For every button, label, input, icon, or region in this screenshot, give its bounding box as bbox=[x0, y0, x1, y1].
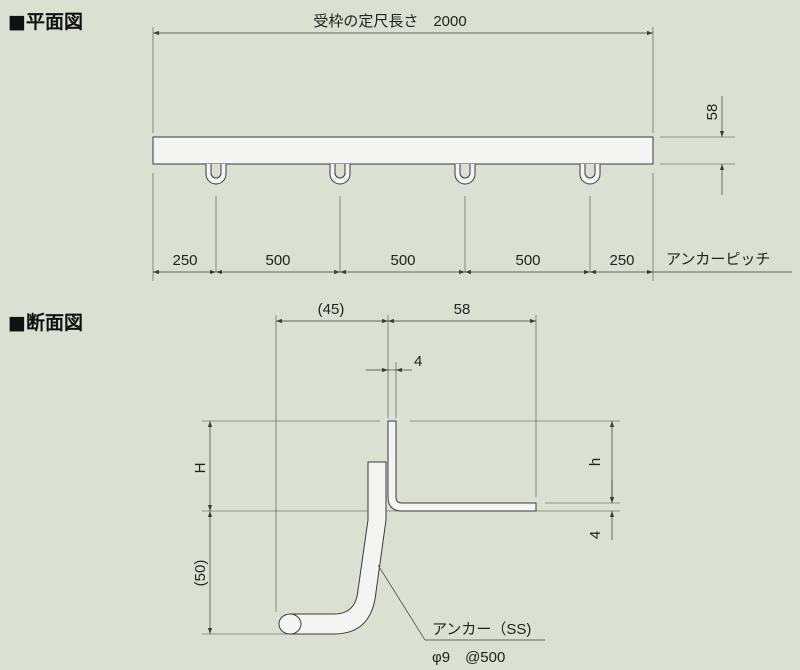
flange-thickness-dimension: 4 bbox=[587, 480, 615, 540]
pitch-label: 250 bbox=[172, 252, 197, 269]
plan-title: ■平面図 bbox=[8, 11, 83, 33]
dim-4-top-label: 4 bbox=[414, 353, 422, 370]
dim-50-label: (50) bbox=[192, 560, 209, 587]
receiving-frame-bar bbox=[152, 136, 654, 165]
plan-height-label: 58 bbox=[704, 104, 721, 121]
dim-4-right-label: 4 bbox=[587, 531, 604, 539]
section-title: ■断面図 bbox=[8, 311, 83, 334]
anchor-leader: アンカー（SS) φ9 @500 bbox=[377, 564, 545, 666]
section-top-dimensions: (45) 58 bbox=[275, 301, 537, 612]
dim-45-label: (45) bbox=[318, 301, 345, 318]
anchor-hook bbox=[454, 164, 476, 272]
pitch-label: 250 bbox=[609, 252, 634, 269]
thickness-dimension: 4 bbox=[366, 353, 422, 418]
anchor-spec: φ9 @500 bbox=[432, 649, 505, 666]
anchor-hook bbox=[329, 164, 351, 272]
h-label: h bbox=[587, 458, 604, 466]
pitch-label: 500 bbox=[515, 252, 540, 269]
anchor-pitch-dimension: 250 500 500 500 250 アンカーピッチ bbox=[153, 251, 792, 275]
angle-profile bbox=[387, 420, 537, 512]
anchor-pitch-label: アンカーピッチ bbox=[666, 251, 770, 268]
pitch-label: 500 bbox=[390, 252, 415, 269]
h-dimension: h bbox=[587, 421, 615, 503]
H-label: H bbox=[192, 463, 209, 474]
plan-height-dimension: 58 bbox=[660, 96, 735, 195]
dim-58-label: 58 bbox=[454, 301, 471, 318]
anchor-label: アンカー（SS) bbox=[432, 621, 531, 638]
anchor-hook bbox=[205, 164, 227, 272]
dim-50-dimension: (50) bbox=[192, 511, 213, 634]
total-length-label: 受枠の定尺長さ 2000 bbox=[313, 13, 466, 30]
anchor-bar bbox=[278, 461, 387, 635]
H-dimension: H bbox=[192, 421, 213, 511]
plan-anchors bbox=[205, 164, 601, 272]
pitch-label: 500 bbox=[265, 252, 290, 269]
anchor-hook bbox=[579, 164, 601, 272]
total-length-dimension: 受枠の定尺長さ 2000 bbox=[152, 13, 654, 133]
